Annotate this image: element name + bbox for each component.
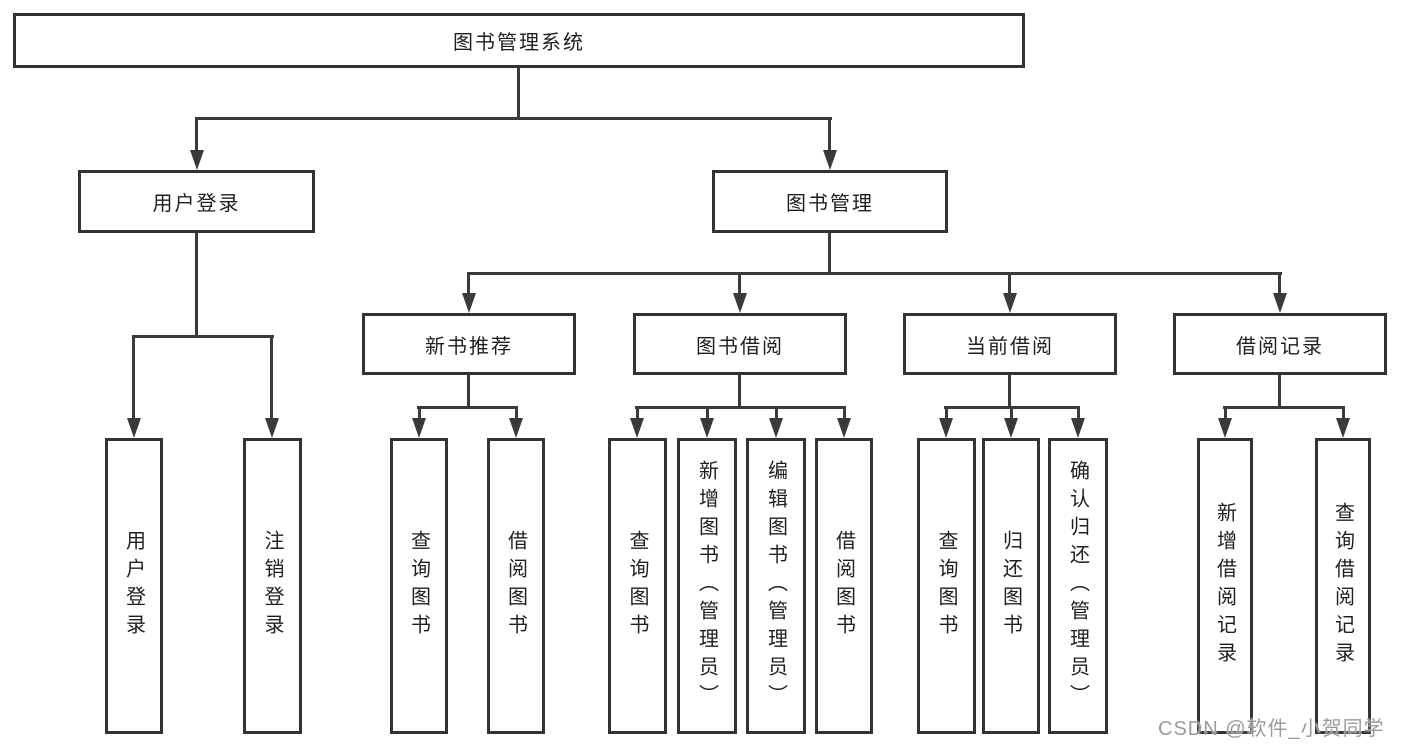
connector-book-management-stem xyxy=(828,233,831,274)
node-current-borrow-label: 当前借阅 xyxy=(966,335,1054,358)
arrow-down-icon xyxy=(1004,418,1018,438)
connector-borrow-record-bus xyxy=(1223,406,1345,409)
leaf-borrow-books-recommend: 借阅图书 xyxy=(487,438,545,734)
node-user-login: 用户登录 xyxy=(78,170,315,233)
leaf-logout-label: 注销登录 xyxy=(261,530,283,642)
arrow-down-icon xyxy=(509,418,523,438)
node-borrow-record: 借阅记录 xyxy=(1173,313,1387,375)
node-new-book-recommend-label: 新书推荐 xyxy=(425,335,513,358)
leaf-query-books-recommend-label: 查询图书 xyxy=(407,530,430,642)
connector-drop-leaf xyxy=(1342,406,1345,420)
connector-drop-borrow-record xyxy=(1278,272,1281,296)
leaf-add-books-admin-label: 新增图书（管理员） xyxy=(695,460,718,712)
node-book-management-label: 图书管理 xyxy=(786,193,874,215)
leaf-query-borrow-record-label: 查询借阅记录 xyxy=(1331,502,1354,670)
leaf-edit-books-admin: 编辑图书（管理员） xyxy=(746,438,806,734)
leaf-return-books: 归还图书 xyxy=(982,438,1040,734)
csdn-watermark: CSDN @软件_小贺同学 xyxy=(1158,718,1385,740)
leaf-confirm-return-admin: 确认归还（管理员） xyxy=(1048,438,1108,734)
connector-drop-leaf xyxy=(418,406,421,420)
node-user-login-label: 用户登录 xyxy=(152,193,241,215)
node-current-borrow: 当前借阅 xyxy=(903,313,1117,375)
arrow-down-icon xyxy=(1218,418,1232,438)
connector-drop-leaf xyxy=(1010,406,1013,420)
connector-drop-leaf xyxy=(1224,406,1227,420)
leaf-query-books-current: 查询图书 xyxy=(917,438,976,734)
leaf-query-books-recommend: 查询图书 xyxy=(390,438,448,734)
connector-book-borrow-stem xyxy=(738,375,741,408)
arrow-down-icon xyxy=(1003,293,1017,313)
arrow-down-icon xyxy=(462,293,476,313)
leaf-borrow-books-recommend-label: 借阅图书 xyxy=(504,530,527,642)
arrow-down-icon xyxy=(630,418,644,438)
connector-drop-user-login xyxy=(195,117,198,153)
leaf-add-borrow-record: 新增借阅记录 xyxy=(1197,438,1253,734)
connector-drop-leaf xyxy=(775,406,778,420)
leaf-add-books-admin: 新增图书（管理员） xyxy=(677,438,737,734)
leaf-add-borrow-record-label: 新增借阅记录 xyxy=(1213,502,1236,670)
connector-drop-leaf xyxy=(843,406,846,420)
node-new-book-recommend: 新书推荐 xyxy=(362,313,576,375)
connector-drop-book-borrow xyxy=(738,272,741,296)
leaf-query-books-borrow: 查询图书 xyxy=(608,438,667,734)
connector-drop-leaf xyxy=(945,406,948,420)
connector-borrow-record-stem xyxy=(1278,375,1281,408)
leaf-user-login: 用户登录 xyxy=(105,438,163,734)
connector-drop-leaf-login xyxy=(132,335,135,420)
connector-drop-new-book xyxy=(467,272,470,296)
arrow-down-icon xyxy=(1336,418,1350,438)
leaf-borrow-books-label: 借阅图书 xyxy=(832,530,855,642)
arrow-down-icon xyxy=(190,150,204,170)
connector-drop-leaf xyxy=(515,406,518,420)
connector-new-book-stem xyxy=(467,375,470,408)
connector-user-login-bus xyxy=(132,335,274,338)
connector-user-login-stem xyxy=(195,233,198,337)
arrow-down-icon xyxy=(412,418,426,438)
connector-root-stem xyxy=(517,68,520,118)
connector-new-book-bus xyxy=(417,406,518,409)
arrow-down-icon xyxy=(823,150,837,170)
connector-current-borrow-stem xyxy=(1008,375,1011,408)
node-book-management: 图书管理 xyxy=(712,170,948,233)
leaf-confirm-return-admin-label: 确认归还（管理员） xyxy=(1066,460,1089,712)
arrow-down-icon xyxy=(769,418,783,438)
leaf-edit-books-admin-label: 编辑图书（管理员） xyxy=(764,460,787,712)
arrow-down-icon xyxy=(837,418,851,438)
node-borrow-record-label: 借阅记录 xyxy=(1236,335,1324,358)
leaf-query-books-borrow-label: 查询图书 xyxy=(626,530,648,642)
leaf-user-login-label: 用户登录 xyxy=(122,530,145,642)
connector-book-borrow-bus xyxy=(635,406,846,409)
connector-drop-leaf xyxy=(636,406,639,420)
connector-drop-leaf-logout xyxy=(270,335,273,420)
arrow-down-icon xyxy=(733,293,747,313)
connector-drop-leaf xyxy=(706,406,709,420)
connector-book-management-bus xyxy=(467,272,1282,275)
leaf-query-borrow-record: 查询借阅记录 xyxy=(1315,438,1371,734)
node-book-borrow-label: 图书借阅 xyxy=(696,335,784,358)
connector-drop-current-borrow xyxy=(1008,272,1011,296)
leaf-return-books-label: 归还图书 xyxy=(999,530,1022,642)
leaf-borrow-books: 借阅图书 xyxy=(815,438,873,734)
leaf-query-books-current-label: 查询图书 xyxy=(935,530,957,642)
arrow-down-icon xyxy=(700,418,714,438)
leaf-logout: 注销登录 xyxy=(243,438,302,734)
arrow-down-icon xyxy=(1273,293,1287,313)
arrow-down-icon xyxy=(265,418,279,438)
arrow-down-icon xyxy=(127,418,141,438)
connector-drop-book-management xyxy=(828,117,831,153)
connector-drop-leaf xyxy=(1077,406,1080,420)
arrow-down-icon xyxy=(939,418,953,438)
node-root: 图书管理系统 xyxy=(13,13,1025,68)
connector-root-bus xyxy=(196,117,832,120)
arrow-down-icon xyxy=(1071,418,1085,438)
node-root-label: 图书管理系统 xyxy=(453,32,585,54)
node-book-borrow: 图书借阅 xyxy=(633,313,847,375)
